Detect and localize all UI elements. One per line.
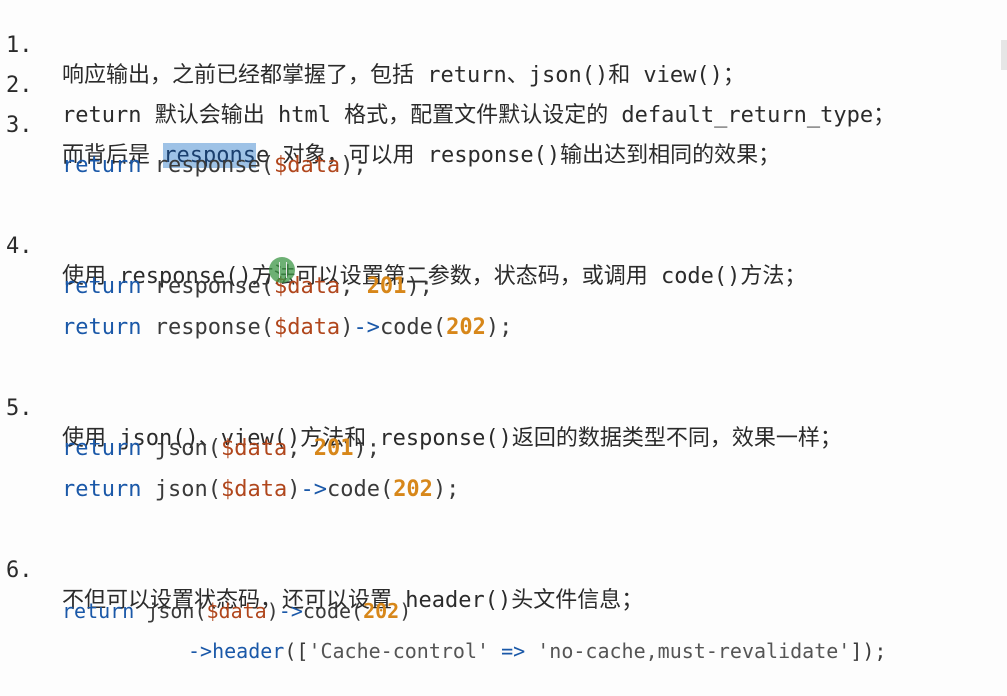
code-line: return json($data, 201); <box>0 404 380 461</box>
text-cursor-icon <box>279 262 287 278</box>
list-item-4: 4. 使用 response()方法可以设置第二参数，状态码，或调用 code(… <box>0 202 806 289</box>
list-number: 5. <box>6 396 33 421</box>
code-text: return response($data); <box>62 153 367 178</box>
list-item-2: 2. return 默认会输出 html 格式，配置文件默认设定的 defaul… <box>0 41 895 128</box>
code-text: return json($data, 201); <box>62 436 380 461</box>
list-text: 使用 response()方法可以设置第二参数，状态码，或调用 code()方法… <box>62 264 807 289</box>
code-line: return json($data)->code(202); <box>0 445 459 502</box>
list-number: 1. <box>6 33 33 58</box>
list-text: 使用 json()、view()方法和 response()返回的数据类型不同，… <box>62 426 842 451</box>
text-before: 而背后是 <box>62 143 164 168</box>
list-text: 而背后是 response 对象，可以用 response()输出达到相同的效果… <box>62 141 780 171</box>
code-line: return response($data)->code(202); <box>0 283 512 340</box>
code-text: return response($data)->code(202); <box>62 315 513 340</box>
code-text: return response($data, 201); <box>62 274 433 299</box>
code-line: ->header(['Cache-control' => 'no-cache,m… <box>0 606 886 663</box>
code-text: return json($data)->code(202) <box>62 599 412 623</box>
list-item-5: 5. 使用 json()、view()方法和 response()返回的数据类型… <box>0 364 842 451</box>
code-line: return json($data)->code(202) <box>0 566 411 623</box>
code-text: return json($data)->code(202); <box>62 477 460 502</box>
mouse-pointer-indicator <box>269 257 295 283</box>
list-number: 4. <box>6 234 33 259</box>
list-number: 6. <box>6 558 33 583</box>
code-line: return response($data, 201); <box>0 242 433 299</box>
list-number: 3. <box>6 113 33 138</box>
list-text: 不但可以设置状态码，还可以设置 header()头文件信息； <box>62 588 644 613</box>
text-selection-highlight[interactable]: respons <box>163 143 256 168</box>
text-after: e 对象，可以用 response()输出达到相同的效果； <box>255 143 781 168</box>
list-item-1: 1. 响应输出，之前已经都掌握了，包括 return、json()和 view(… <box>0 1 745 88</box>
code-line: return response($data); <box>0 121 367 178</box>
list-item-3: 3. 而背后是 response 对象，可以用 response()输出达到相同… <box>0 81 780 168</box>
list-text: return 默认会输出 html 格式，配置文件默认设定的 default_r… <box>62 103 896 128</box>
document-page: 1. 响应输出，之前已经都掌握了，包括 return、json()和 view(… <box>0 1 1007 663</box>
list-number: 2. <box>6 73 33 98</box>
list-text: 响应输出，之前已经都掌握了，包括 return、json()和 view()； <box>62 63 745 88</box>
scrollbar[interactable] <box>1001 40 1007 70</box>
list-item-6: 6. 不但可以设置状态码，还可以设置 header()头文件信息； <box>0 526 643 613</box>
